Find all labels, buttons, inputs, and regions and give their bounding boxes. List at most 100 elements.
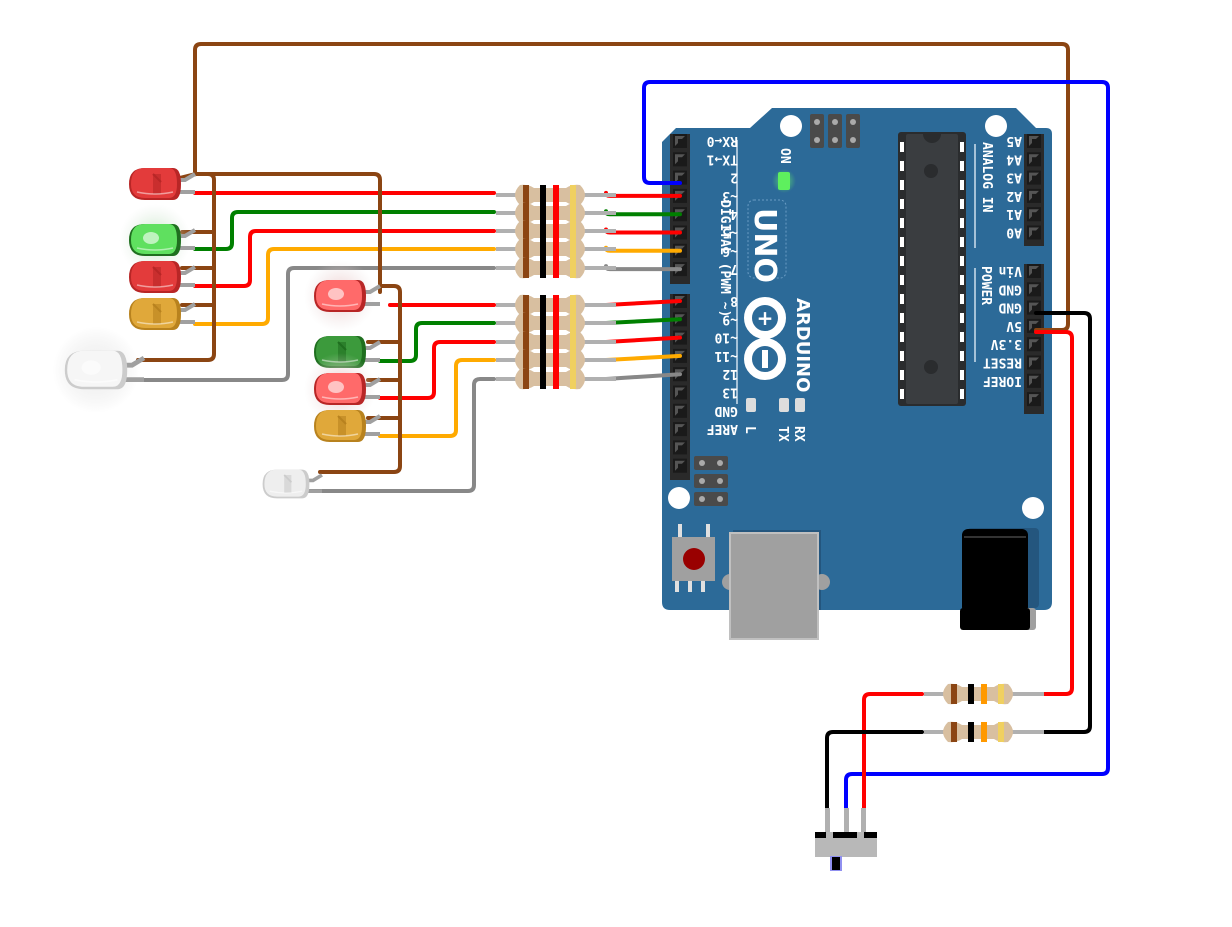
- resistor-band: [540, 221, 546, 241]
- resistor-band: [570, 203, 576, 223]
- resistor-band: [540, 295, 546, 315]
- power-pin-4[interactable]: [1027, 337, 1041, 352]
- led-yellow[interactable]: [129, 298, 197, 330]
- digital-pin-1[interactable]: [673, 152, 687, 167]
- resistor-band: [523, 239, 529, 259]
- power-section-label: POWER: [978, 266, 993, 305]
- analog-pin-0[interactable]: [1027, 134, 1041, 148]
- analog-pin-label: A2: [1006, 188, 1022, 203]
- wire-red[interactable]: [193, 229, 496, 288]
- wire-green[interactable]: [378, 321, 496, 363]
- power-pin-1[interactable]: [1027, 282, 1041, 297]
- resistor[interactable]: [496, 257, 616, 279]
- reset-button[interactable]: [672, 524, 715, 592]
- icsp-header-bottom: [694, 456, 728, 506]
- power-pin-6[interactable]: [1027, 373, 1041, 388]
- wire-switch-signal[interactable]: [642, 80, 1110, 810]
- power-pin-label: IOREF: [983, 373, 1022, 388]
- mounting-hole: [985, 115, 1007, 137]
- power-pin-7[interactable]: [1027, 392, 1041, 407]
- resistor-switch-pulldown[interactable]: [924, 721, 1044, 743]
- led-white[interactable]: [52, 326, 146, 414]
- power-pin-5[interactable]: [1027, 355, 1041, 370]
- wire-resistor-to-pin[interactable]: [604, 335, 682, 344]
- resistor-band: [981, 722, 987, 742]
- wire-switch-5v[interactable]: [862, 692, 924, 810]
- wire-green[interactable]: [193, 210, 496, 251]
- resistor-band: [540, 332, 546, 352]
- digital-pin-17[interactable]: [673, 458, 687, 473]
- resistor[interactable]: [496, 349, 616, 371]
- resistor-band: [553, 332, 559, 352]
- on-label: ON: [777, 148, 792, 164]
- analog-pin-1[interactable]: [1027, 152, 1041, 167]
- leds: [52, 168, 382, 499]
- digital-pin-14[interactable]: [673, 403, 687, 418]
- resistor-band: [523, 369, 529, 389]
- analog-pin-5[interactable]: [1027, 225, 1041, 240]
- resistor[interactable]: [496, 368, 616, 390]
- wire-gnd-resistor[interactable]: [1030, 311, 1092, 734]
- analog-pin-3[interactable]: [1027, 188, 1041, 203]
- resistor[interactable]: [496, 184, 616, 206]
- resistor-band: [951, 684, 957, 704]
- resistor-band: [553, 185, 559, 205]
- resistor[interactable]: [496, 202, 616, 224]
- led-green[interactable]: [119, 204, 197, 276]
- brand-label: ARDUINO: [792, 298, 813, 392]
- resistor[interactable]: [496, 294, 616, 316]
- wire-gray[interactable]: [128, 266, 496, 382]
- digital-pin-label: 2: [730, 170, 738, 185]
- led-yellow[interactable]: [314, 410, 382, 442]
- wire-5v[interactable]: [193, 42, 1070, 332]
- digital-pin-13[interactable]: [673, 385, 687, 400]
- resistor-band: [553, 369, 559, 389]
- wire-yellow[interactable]: [193, 247, 496, 326]
- resistor-band: [570, 350, 576, 370]
- resistor[interactable]: [496, 312, 616, 334]
- led-red[interactable]: [129, 168, 197, 200]
- digital-pin-0[interactable]: [673, 134, 687, 148]
- wire-resistor-to-pin[interactable]: [604, 372, 682, 381]
- resistor-band: [570, 332, 576, 352]
- digital-pin-15[interactable]: [673, 422, 687, 437]
- digital-pin-label: 4: [730, 206, 738, 221]
- wire-5v-resistor[interactable]: [1030, 330, 1074, 696]
- resistor[interactable]: [496, 220, 616, 242]
- analog-pin-4[interactable]: [1027, 207, 1041, 222]
- slide-switch[interactable]: [815, 808, 877, 871]
- arduino-logo: +: [744, 297, 786, 380]
- wire-switch-gnd[interactable]: [825, 730, 924, 810]
- power-pin-label: 3.3V: [991, 336, 1022, 351]
- resistor[interactable]: [496, 238, 616, 260]
- wire-ground[interactable]: [178, 172, 382, 294]
- power-pin-label: 5V: [1006, 318, 1022, 333]
- arduino-uno-board[interactable]: ON UNO + ARDUINO DIGITAL (PWM ~) L TX RX: [662, 108, 1052, 640]
- resistor-switch-pullup[interactable]: [924, 683, 1044, 705]
- led-white[interactable]: [262, 469, 323, 499]
- wire-red[interactable]: [378, 340, 496, 400]
- digital-pin-16[interactable]: [673, 440, 687, 455]
- analog-pin-2[interactable]: [1027, 170, 1041, 185]
- resistor[interactable]: [496, 331, 616, 353]
- led-red[interactable]: [304, 353, 382, 425]
- resistor-band: [570, 185, 576, 205]
- digital-pin-label: RX←0: [707, 133, 738, 148]
- power-pin-0[interactable]: [1027, 264, 1041, 278]
- resistor-band: [523, 313, 529, 333]
- wire-gray[interactable]: [308, 377, 496, 493]
- led-red[interactable]: [129, 261, 197, 293]
- led-red[interactable]: [304, 260, 382, 332]
- resistor-band: [570, 313, 576, 333]
- digital-pin-label: GND: [714, 403, 738, 418]
- usb-port: [722, 530, 830, 640]
- wire-yellow[interactable]: [378, 358, 496, 438]
- resistor-band: [998, 684, 1004, 704]
- wire-resistor-to-pin[interactable]: [604, 353, 682, 362]
- wire-resistor-to-pin[interactable]: [604, 317, 682, 325]
- wire-resistor-to-pin[interactable]: [604, 299, 682, 307]
- power-pin-label: RESET: [983, 355, 1022, 370]
- power-pin-label: GND: [998, 281, 1022, 296]
- resistor-band: [540, 185, 546, 205]
- analog-pin-label: A4: [1006, 151, 1022, 166]
